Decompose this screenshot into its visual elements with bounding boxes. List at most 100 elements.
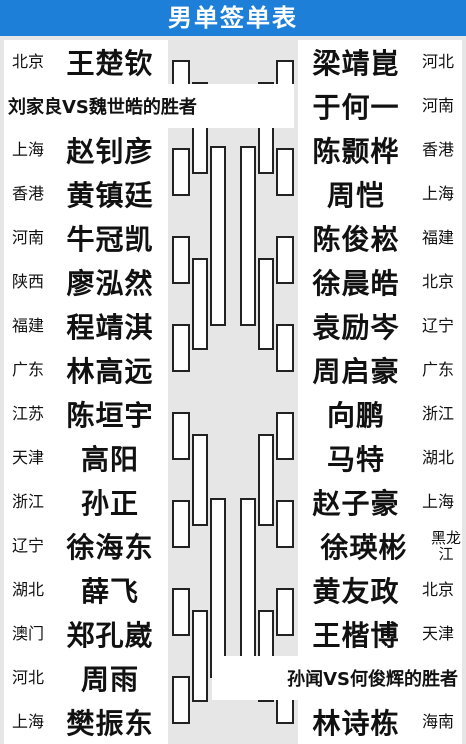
player-province: 湖北	[421, 448, 454, 467]
bracket-line	[276, 588, 294, 636]
left-slot: 湖北 薛飞	[4, 568, 168, 612]
player-name: 陈颢桦	[312, 135, 400, 168]
left-slot: 江苏陈垣宇	[4, 392, 168, 436]
bracket-line	[172, 500, 190, 548]
player-name: 陈垣宇	[66, 399, 154, 432]
left-slot: 河南牛冠凯	[4, 216, 168, 260]
player-name: 周启豪	[312, 355, 400, 388]
player-name: 梁靖崑	[312, 47, 400, 80]
right-slot: 孙闻VS何俊辉的胜者	[212, 656, 462, 700]
player-name: 孙正	[80, 487, 139, 520]
player-name: 黄镇廷	[66, 179, 154, 212]
right-slot: 陈俊崧福建	[298, 216, 462, 260]
player-province: 黑龙江	[430, 529, 461, 563]
player-province: 辽宁	[421, 316, 454, 335]
player-province: 湖北	[11, 580, 44, 599]
bracket-line	[172, 676, 190, 724]
bracket-line	[210, 498, 226, 678]
bracket-line	[276, 324, 294, 372]
bracket-line	[276, 148, 294, 196]
player-name: 高阳	[80, 443, 139, 476]
page-title: 男单签单表	[0, 0, 466, 36]
player-name: 于何一	[312, 91, 400, 124]
player-province: 北京	[11, 52, 44, 71]
bracket-line	[276, 412, 294, 460]
bracket-line	[258, 258, 274, 350]
bracket-line	[240, 146, 256, 326]
player-name: 黄友政	[312, 575, 400, 608]
player-name: 林高远	[66, 355, 154, 388]
left-slot: 香港 黄镇廷	[4, 172, 168, 216]
player-province: 海南	[421, 712, 454, 731]
bracket-line	[192, 434, 208, 526]
player-province: 北京	[421, 580, 454, 599]
right-slot: 袁励岑 辽宁	[298, 304, 462, 348]
qualifier-note: 孙闻VS何俊辉的胜者	[287, 669, 458, 690]
right-slot: 向鹏 浙江	[298, 392, 462, 436]
player-province: 浙江	[421, 404, 454, 423]
player-province: 广东	[421, 360, 454, 379]
right-slot: 王楷博 天津	[298, 612, 462, 656]
right-slot: 林诗栋 海南	[298, 700, 462, 744]
qualifier-note: 刘家良VS魏世皓的胜者	[8, 97, 197, 118]
bracket-line	[172, 236, 190, 284]
player-province: 香港	[421, 140, 454, 159]
player-province: 河南	[11, 228, 44, 247]
player-province: 福建	[421, 228, 454, 247]
left-slot: 辽宁徐海东	[4, 524, 168, 568]
bracket-line	[172, 148, 190, 196]
player-name: 马特	[326, 443, 385, 476]
player-province: 上海	[421, 492, 454, 511]
right-slot: 于何一河南	[298, 84, 462, 128]
player-name: 王楚钦	[66, 47, 154, 80]
right-slot: 梁靖崑 河北	[298, 40, 462, 84]
player-province: 上海	[11, 140, 44, 159]
player-province: 澳门	[11, 624, 44, 643]
bracket-line	[210, 146, 226, 326]
left-slot: 上海 樊振东	[4, 700, 168, 744]
player-province: 河北	[11, 668, 44, 687]
player-province: 浙江	[11, 492, 44, 511]
right-slot: 黄友政 北京	[298, 568, 462, 612]
player-province: 河北	[421, 52, 454, 71]
left-slot: 上海 赵钊彦	[4, 128, 168, 172]
right-slot: 徐瑛彬黑龙江	[298, 524, 462, 568]
left-slot: 天津 高阳	[4, 436, 168, 480]
bracket-line	[172, 412, 190, 460]
player-province: 上海	[11, 712, 44, 731]
player-name: 王楷博	[312, 619, 400, 652]
player-name: 周恺	[326, 179, 385, 212]
player-province: 天津	[421, 624, 454, 643]
player-name: 徐瑛彬	[320, 531, 408, 564]
player-name: 林诗栋	[312, 707, 400, 740]
left-slot: 福建程靖淇	[4, 304, 168, 348]
player-province: 香港	[11, 184, 44, 203]
right-slot: 周启豪 广东	[298, 348, 462, 392]
player-name: 赵钊彦	[66, 135, 154, 168]
player-name: 赵子豪	[312, 487, 400, 520]
bracket-line	[192, 258, 208, 350]
player-name: 薛飞	[80, 575, 139, 608]
bracket-line	[192, 610, 208, 702]
bracket-line	[172, 324, 190, 372]
right-slot: 陈颢桦 香港	[298, 128, 462, 172]
left-slot: 广东 林高远	[4, 348, 168, 392]
right-slot: 马特 湖北	[298, 436, 462, 480]
player-name: 樊振东	[66, 707, 154, 740]
player-province: 上海	[421, 184, 454, 203]
bracket-line	[172, 588, 190, 636]
player-province: 陕西	[11, 272, 44, 291]
draw-bracket: 北京王楚钦刘家良VS魏世皓的胜者上海赵钊彦香港黄镇廷河南牛冠凯陕西廖泓然福建程靖…	[0, 36, 466, 744]
player-province: 北京	[421, 272, 454, 291]
player-name: 向鹏	[326, 399, 385, 432]
left-slot: 浙江 孙正	[4, 480, 168, 524]
player-name: 徐晨皓	[312, 267, 400, 300]
left-slot: 澳门郑孔崴	[4, 612, 168, 656]
player-name: 徐海东	[66, 531, 154, 564]
player-province: 广东	[11, 360, 44, 379]
player-province: 天津	[11, 448, 44, 467]
player-name: 袁励岑	[312, 311, 400, 344]
right-slot: 周恺 上海	[298, 172, 462, 216]
left-slot: 陕西 廖泓然	[4, 260, 168, 304]
player-name: 廖泓然	[66, 267, 154, 300]
